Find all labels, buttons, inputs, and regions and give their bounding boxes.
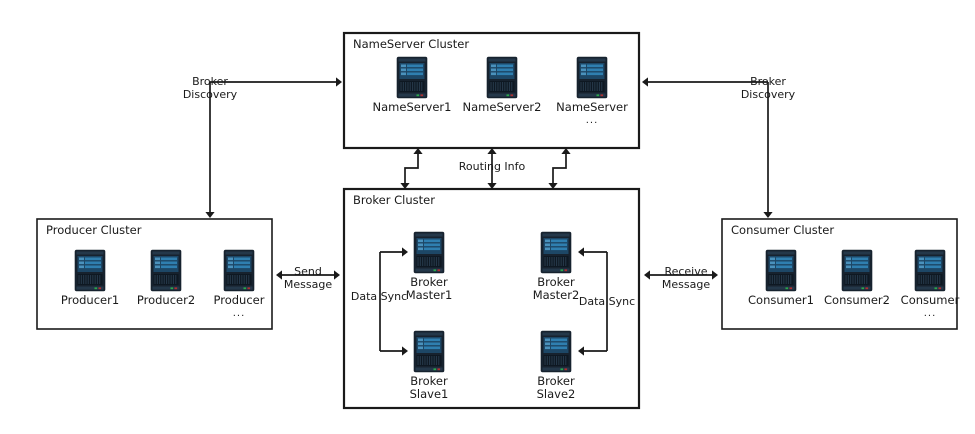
edge-line-data-sync-left: [379, 251, 403, 352]
server-icon: [150, 249, 182, 292]
node-label: Producer: [214, 293, 265, 307]
node-ellipsis: ...: [586, 115, 599, 126]
edge-label-data-sync-right: Data Sync: [579, 295, 635, 308]
node-label: Consumer1: [748, 293, 814, 307]
arrowhead-routing-info-right: [561, 148, 571, 154]
node-consumer-2[interactable]: Consumer...: [901, 249, 960, 319]
server-icon: [413, 231, 445, 274]
server-icon: [576, 56, 608, 99]
node-nameserver-1[interactable]: NameServer2: [463, 56, 542, 114]
server-icon: [486, 56, 518, 99]
edges-layer: [205, 77, 773, 356]
node-ellipsis: ...: [233, 308, 246, 319]
arrowhead-broker-discovery-right: [763, 212, 773, 218]
cluster-title-producer: Producer Cluster: [46, 223, 142, 237]
arrowhead-data-sync-right: [578, 346, 584, 356]
edge-broker-discovery-left[interactable]: [205, 77, 342, 218]
server-icon: [540, 231, 572, 274]
edge-line-broker-discovery-right: [646, 81, 769, 214]
edge-line-routing-info-right: [552, 152, 567, 185]
node-producer-2[interactable]: Producer...: [214, 249, 265, 319]
cluster-title-consumer: Consumer Cluster: [731, 223, 834, 237]
server-icon: [413, 330, 445, 373]
edge-label-data-sync-left: Data Sync: [351, 290, 407, 303]
arrowhead-routing-info-left: [400, 183, 410, 189]
node-ellipsis: ...: [924, 308, 937, 319]
node-label: Consumer2: [824, 293, 890, 307]
node-nameserver-0[interactable]: NameServer1: [373, 56, 452, 114]
edge-receive-message[interactable]: [644, 270, 718, 280]
arrowhead-send-message: [276, 270, 282, 280]
node-nameserver-2[interactable]: NameServer...: [556, 56, 628, 126]
server-icon: [841, 249, 873, 292]
edge-send-message[interactable]: [276, 270, 340, 280]
arrowhead-routing-info-right: [548, 183, 558, 189]
node-producer-0[interactable]: Producer1: [61, 249, 119, 307]
arrowhead-receive-message: [712, 270, 718, 280]
node-consumer-0[interactable]: Consumer1: [748, 249, 814, 307]
server-icon: [74, 249, 106, 292]
cluster-title-broker: Broker Cluster: [353, 193, 435, 207]
arrowhead-broker-discovery-right: [642, 77, 648, 87]
arrowhead-receive-message: [644, 270, 650, 280]
cluster-title-nameserver: NameServer Cluster: [353, 37, 469, 51]
arrowhead-broker-discovery-left: [336, 77, 342, 87]
server-icon: [914, 249, 946, 292]
arrowhead-data-sync-left: [402, 247, 408, 257]
arrowhead-broker-discovery-left: [205, 212, 215, 218]
edge-routing-info-mid[interactable]: [487, 148, 497, 189]
node-label: Producer2: [137, 293, 195, 307]
arrowhead-data-sync-left: [402, 346, 408, 356]
node-producer-1[interactable]: Producer2: [137, 249, 195, 307]
arrowhead-data-sync-right: [578, 247, 584, 257]
edge-data-sync-left[interactable]: [379, 247, 408, 356]
server-icon: [396, 56, 428, 99]
edge-line-data-sync-right: [584, 251, 608, 352]
node-label: NameServer2: [463, 100, 542, 114]
edge-data-sync-right[interactable]: [578, 247, 608, 356]
arrowhead-routing-info-mid: [487, 148, 497, 154]
node-label: NameServer1: [373, 100, 452, 114]
server-icon: [540, 330, 572, 373]
node-label: Producer1: [61, 293, 119, 307]
arrowhead-routing-info-left: [413, 148, 423, 154]
node-label: Consumer: [901, 293, 960, 307]
server-icon: [765, 249, 797, 292]
server-icon: [223, 249, 255, 292]
arrowhead-send-message: [334, 270, 340, 280]
arrowhead-routing-info-mid: [487, 183, 497, 189]
edge-routing-info-right[interactable]: [548, 148, 571, 189]
node-label: NameServer: [556, 100, 628, 114]
cluster-border-broker: [342, 187, 641, 410]
edge-broker-discovery-right[interactable]: [642, 77, 773, 218]
edge-line-broker-discovery-left: [209, 81, 338, 214]
edge-label-routing-info: Routing Info: [459, 160, 526, 173]
edge-line-routing-info-left: [404, 152, 419, 185]
node-consumer-1[interactable]: Consumer2: [824, 249, 890, 307]
edge-routing-info-left[interactable]: [400, 148, 423, 189]
